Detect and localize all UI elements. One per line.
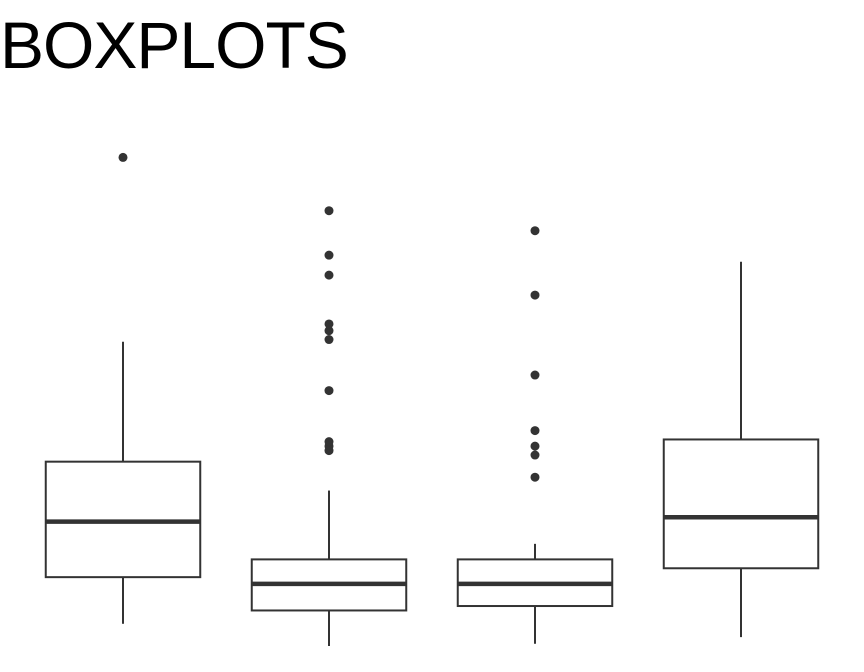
outlier-point [530,450,540,460]
outlier-point [530,426,540,436]
outlier-point [530,226,540,236]
outlier-point [324,386,334,396]
outlier-point [324,335,334,345]
box-group-4 [662,261,820,638]
outlier-point [118,152,128,162]
iqr-box [662,438,820,570]
boxes-layer [44,152,820,646]
outlier-point [530,472,540,482]
box-group-1 [44,152,202,624]
outlier-point [324,319,334,329]
outlier-point [324,206,334,216]
box-group-2 [250,206,408,646]
outlier-point [530,370,540,380]
outlier-point [324,326,334,336]
outlier-point [530,441,540,451]
chart-title: BOXPLOTS [0,8,349,82]
outlier-point [324,270,334,280]
box-group-3 [456,226,614,644]
outlier-point [530,290,540,300]
outlier-point [324,250,334,260]
outlier-point [324,437,334,447]
